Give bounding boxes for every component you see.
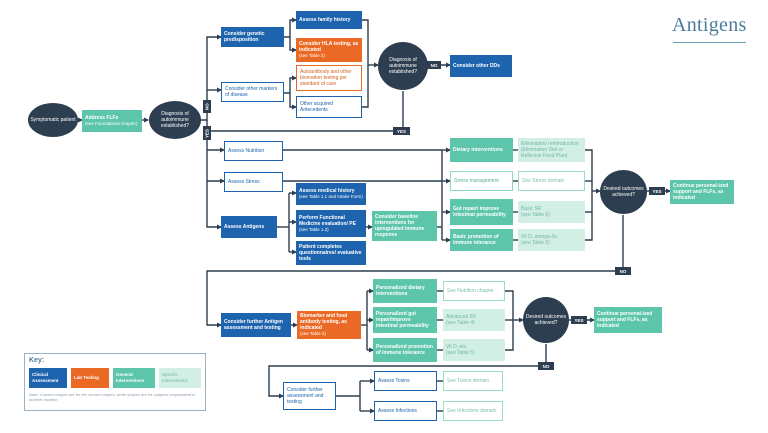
node-continue-1: Continue personal-ized support and FLFs,… xyxy=(670,180,734,204)
tag-yes-1: YES xyxy=(203,126,211,140)
node-consider-other-dds: Consider other DDs xyxy=(450,55,512,77)
node-biomarker-food-label: Biomarker and food antibody testing, as … xyxy=(300,313,348,331)
legend-title: Key: xyxy=(29,357,45,364)
tag-no-1: NO xyxy=(203,100,211,113)
tag-yes-4: YES xyxy=(571,316,587,324)
tag-no-2: NO xyxy=(427,61,441,69)
node-basic-5r-sub: (see Table 6) xyxy=(521,212,550,218)
node-vitd-omega-sub: (see Table 5) xyxy=(521,240,550,246)
node-advanced-5r: Advanced 5R (see Table 4) xyxy=(443,309,505,331)
node-personalized-gut: Personalized gut repair/improve intestin… xyxy=(373,307,437,333)
node-consider-baseline: Consider baseline interventions for upre… xyxy=(372,211,437,241)
legend-general: General Interventions xyxy=(113,368,155,388)
decision-outcomes-1: Desired outcomes achieved? xyxy=(600,170,647,214)
node-biomarker-food: Biomarker and food antibody testing, as … xyxy=(297,311,361,339)
node-perform-fm-eval: Perform Functional Medicine evaluation/ … xyxy=(296,210,366,237)
node-other-acquired: Other acquired Antecedents xyxy=(296,96,362,118)
node-address-flfs-sub: (see Foundations chapter) xyxy=(85,121,138,126)
node-vitd-etc: Vit D, etc. (see Table 5) xyxy=(443,339,505,361)
node-consider-hla-sub: (see Table 2) xyxy=(299,53,325,58)
node-address-flfs: Address FLFs (see Foundations chapter) xyxy=(82,110,142,132)
legend-note: Note: Colored shapes are for the current… xyxy=(29,392,196,402)
node-vitd-omega: Vit D, omega-3s (see Table 5) xyxy=(518,229,585,251)
decision-autoimmune-2: Diagnosis of autoimmune established? xyxy=(378,42,428,90)
node-consider-hla-label: Consider HLA testing, as indicated xyxy=(299,41,359,53)
legend-key: Key: Clinical Assessment Lab Testing Gen… xyxy=(24,353,206,411)
node-basic-5r-label: Basic 5R xyxy=(521,206,542,212)
node-advanced-5r-sub: (see Table 4) xyxy=(446,320,475,326)
tag-yes-3: YES xyxy=(649,187,665,195)
node-perform-fm-eval-sub: (see Table 1.2) xyxy=(299,226,329,232)
node-dietary-interventions: Dietary interventions xyxy=(450,138,513,162)
decision-outcomes-2: Desired outcomes achieved? xyxy=(523,297,569,343)
node-see-stress-domain: See Stress domain xyxy=(518,171,585,191)
legend-specific: Specific Interventions xyxy=(159,368,201,388)
tag-yes-2: YES xyxy=(393,127,410,135)
node-assess-family-history: Assess family history xyxy=(296,11,362,29)
node-basic-5r: Basic 5R (see Table 6) xyxy=(518,201,585,223)
node-consider-hla: Consider HLA testing, as indicated (see … xyxy=(296,38,362,62)
node-assess-stress: Assess Stress xyxy=(224,172,283,192)
title-underline xyxy=(673,42,746,43)
node-vitd-omega-label: Vit D, omega-3s xyxy=(521,234,557,240)
node-consider-further-antigen: Consider further Antigen assessment and … xyxy=(221,313,291,337)
node-elimination-diet: Elimination/ reintroduction (Elimination… xyxy=(518,138,585,162)
node-see-nutrition-chapter: See Nutrition chapter xyxy=(443,281,505,301)
node-advanced-5r-label: Advanced 5R xyxy=(446,314,477,320)
node-autoantibody: Autoantibody and other biomarker testing… xyxy=(296,65,362,91)
node-personalized-promotion: Personalized promotion of immune toleran… xyxy=(373,338,437,362)
node-assess-medical-history-sub: (see Table 1.1 and Intake Form) xyxy=(299,194,363,199)
node-personalized-dietary: Personalized dietary interventions xyxy=(373,279,437,303)
node-vitd-etc-label: Vit D, etc. xyxy=(446,344,468,350)
node-assess-medical-history: Assess medical history (see Table 1.1 an… xyxy=(296,183,366,205)
node-see-toxins-domain: See Toxins domain xyxy=(443,371,503,391)
legend-lab: Lab Testing xyxy=(71,368,109,388)
node-address-flfs-label: Address FLFs xyxy=(85,115,119,121)
decision-autoimmune-1: Diagnosis of autoimmune established? xyxy=(149,101,201,139)
tag-no-3: NO xyxy=(615,267,631,275)
tag-no-4: NO xyxy=(538,362,554,370)
node-assess-infections: Assess Infections xyxy=(374,401,437,421)
node-stress-management: Stress management xyxy=(450,171,513,191)
node-assess-toxins: Assess Toxins xyxy=(374,371,437,391)
legend-clinical: Clinical Assessment xyxy=(29,368,67,388)
node-gut-repair: Gut repair/ improve intestinal permeabil… xyxy=(450,199,513,225)
node-perform-fm-eval-label: Perform Functional Medicine evaluation/ … xyxy=(299,214,356,227)
node-patient-completes: Patient completes questionnaires/ evalua… xyxy=(296,241,366,265)
node-consider-other-markers: Consider other markers of disease xyxy=(221,82,284,102)
node-continue-2: Continue personal-ized support and FLFs,… xyxy=(594,307,662,333)
node-assess-antigens: Assess Antigens xyxy=(221,216,277,238)
page-title: Antigens xyxy=(672,14,747,36)
node-symptomatic-patient: Symptomatic patient xyxy=(28,103,78,137)
node-assess-medical-history-label: Assess medical history xyxy=(299,188,355,194)
node-consider-genetic: Consider genetic predisposition xyxy=(221,27,284,47)
node-assess-nutrition: Assess Nutrition xyxy=(224,141,283,161)
node-basic-promotion: Basic promotion of immune tolerance xyxy=(450,229,513,251)
node-vitd-etc-sub: (see Table 5) xyxy=(446,350,475,356)
node-see-infections-domain: See Infections domain xyxy=(443,401,503,421)
node-biomarker-food-sub: (see Table 3) xyxy=(300,331,326,336)
node-consider-further-assessment: Consider further assessment and testing xyxy=(283,382,336,410)
